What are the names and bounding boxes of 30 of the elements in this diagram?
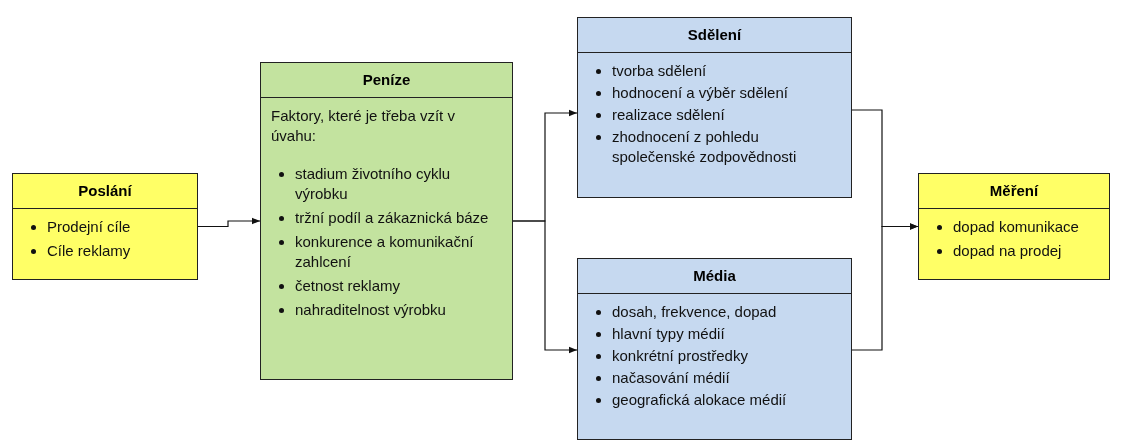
bullet-item: četnost reklamy xyxy=(271,276,502,296)
bullet-item: Prodejní cíle xyxy=(23,217,187,237)
arrow xyxy=(197,217,261,228)
bullet-item: hodnocení a výběr sdělení xyxy=(588,83,841,103)
bullet-item: hlavní typy médií xyxy=(588,324,841,344)
bullet-item: nahraditelnost výrobku xyxy=(271,300,502,320)
arrow xyxy=(512,220,578,354)
process-box xyxy=(12,173,198,280)
bullet-item: načasování médií xyxy=(588,368,841,388)
process-box xyxy=(577,17,852,198)
process-box xyxy=(260,62,513,380)
bullet-item: dopad komunikace xyxy=(929,217,1099,237)
box-heading: Sdělení xyxy=(578,18,851,53)
bullet-item: tvorba sdělení xyxy=(588,61,841,81)
bullet-item: konkrétní prostředky xyxy=(588,346,841,366)
box-heading: Peníze xyxy=(261,63,512,98)
intro-text: Faktory, které je třeba vzít v úvahu: xyxy=(271,106,456,146)
bullet-item: geografická alokace médií xyxy=(588,390,841,410)
box-heading: Média xyxy=(578,259,851,294)
bullet-item: zhodnocení z pohledu společenské zodpovědnosti xyxy=(588,127,841,167)
bullet-item: dopad na prodej xyxy=(929,241,1099,261)
process-box xyxy=(918,173,1110,280)
box-heading: Poslání xyxy=(13,174,197,209)
bullet-item: realizace sdělení xyxy=(588,105,841,125)
process-box xyxy=(577,258,852,440)
bullet-item: dosah, frekvence, dopad xyxy=(588,302,841,322)
bullet-item: tržní podíl a zákaznická báze xyxy=(271,208,502,228)
bullet-item: Cíle reklamy xyxy=(23,241,187,261)
box-heading: Měření xyxy=(919,174,1109,209)
arrow xyxy=(851,223,919,351)
